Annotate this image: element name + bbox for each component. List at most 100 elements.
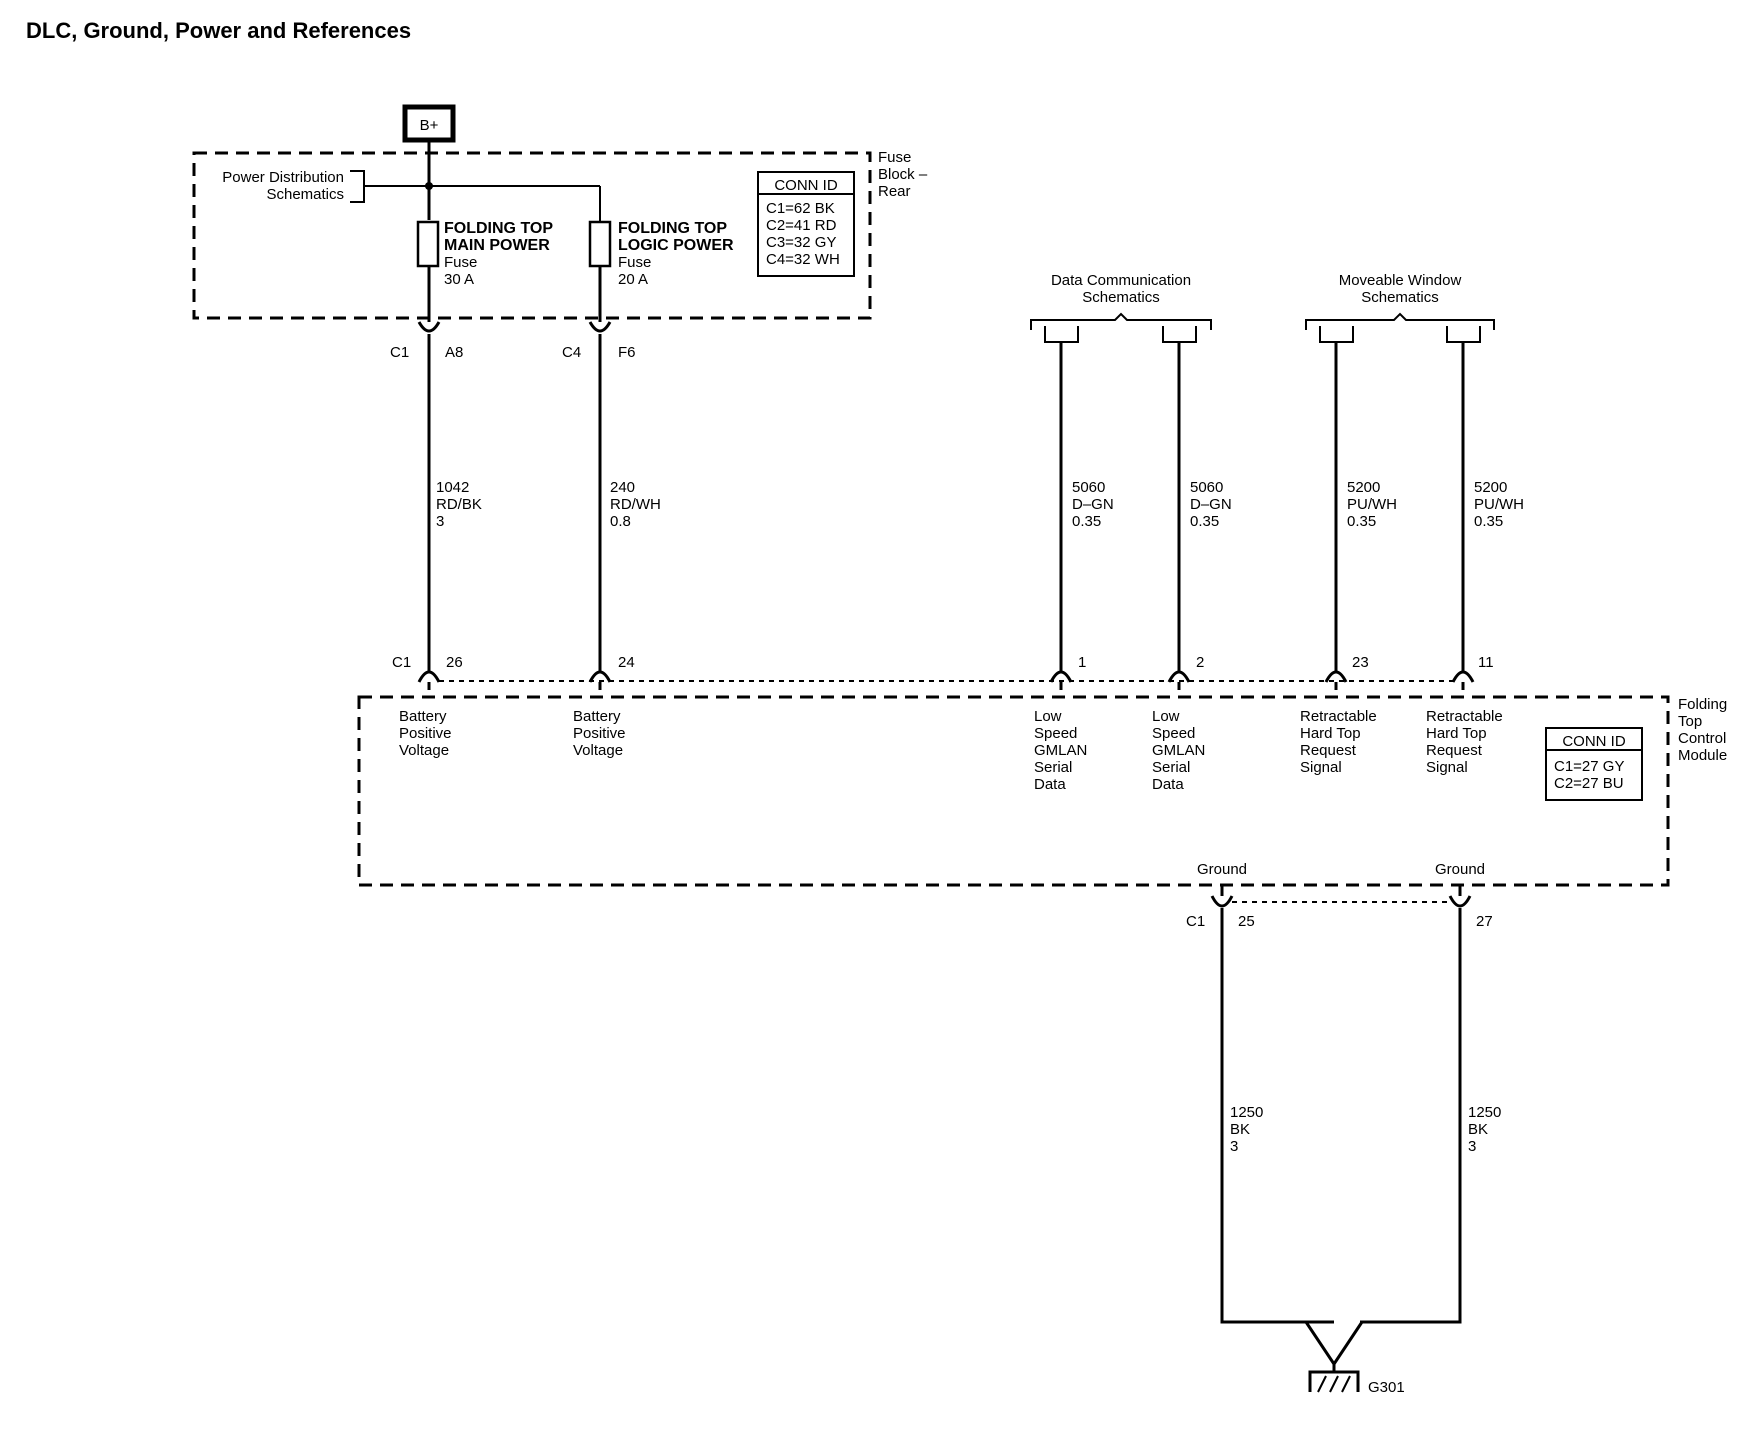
svg-text:Hard Top: Hard Top (1300, 725, 1361, 742)
svg-text:Low: Low (1152, 708, 1180, 725)
svg-text:D–GN: D–GN (1190, 496, 1232, 513)
svg-text:C1=27 GY: C1=27 GY (1554, 758, 1624, 775)
svg-text:Fuse: Fuse (618, 254, 651, 271)
wire-label-5060-b: 5060 D–GN 0.35 (1190, 479, 1232, 530)
svg-text:Schematics: Schematics (1082, 289, 1160, 306)
svg-text:C4: C4 (562, 344, 581, 361)
svg-text:Voltage: Voltage (573, 742, 623, 759)
svg-text:0.8: 0.8 (610, 513, 631, 530)
fuse-block-boundary (192, 151, 872, 320)
svg-text:Request: Request (1426, 742, 1483, 759)
svg-text:Battery: Battery (399, 708, 447, 725)
wire-label-240: 240 RD/WH 0.8 (610, 479, 661, 530)
svg-text:Serial: Serial (1152, 759, 1190, 776)
power-distribution-reference: Power Distribution Schematics (222, 169, 601, 222)
svg-text:0.35: 0.35 (1190, 513, 1219, 530)
svg-text:23: 23 (1352, 654, 1369, 671)
battery-positive-label: B+ (420, 117, 439, 134)
pin-label-2: Low Speed GMLAN Serial Data (1152, 708, 1205, 793)
svg-text:Serial: Serial (1034, 759, 1072, 776)
data-communication-reference: Data Communication Schematics (1030, 272, 1212, 343)
module-name: Folding Top Control Module (1678, 696, 1727, 764)
wire-label-5060-a: 5060 D–GN 0.35 (1072, 479, 1114, 530)
module-pin-1: 1 (1049, 654, 1086, 683)
svg-text:Retractable: Retractable (1426, 708, 1503, 725)
svg-text:RD/BK: RD/BK (436, 496, 482, 513)
svg-text:Battery: Battery (573, 708, 621, 725)
svg-text:D–GN: D–GN (1072, 496, 1114, 513)
svg-text:30 A: 30 A (444, 271, 474, 288)
fuse-main-power: FOLDING TOP MAIN POWER Fuse 30 A (416, 220, 553, 288)
fuse-logic-power: FOLDING TOP LOGIC POWER Fuse 20 A (588, 220, 734, 288)
svg-text:Module: Module (1678, 747, 1727, 764)
svg-text:5200: 5200 (1347, 479, 1380, 496)
module-pin-26: 26 (417, 654, 463, 683)
svg-text:C1: C1 (390, 344, 409, 361)
svg-text:Positive: Positive (399, 725, 452, 742)
ground-pin-25: 25 (1210, 895, 1255, 930)
svg-text:GMLAN: GMLAN (1152, 742, 1205, 759)
ground-g301-icon (1304, 1321, 1364, 1393)
svg-text:2: 2 (1196, 654, 1204, 671)
svg-text:20 A: 20 A (618, 271, 648, 288)
svg-text:RD/WH: RD/WH (610, 496, 661, 513)
svg-text:Signal: Signal (1426, 759, 1468, 776)
svg-text:Schematics: Schematics (266, 186, 344, 203)
fuse-block-name: Fuse Block – Rear (878, 149, 928, 200)
svg-text:1042: 1042 (436, 479, 469, 496)
svg-text:CONN ID: CONN ID (774, 177, 838, 194)
ground-wire-b (1360, 908, 1462, 1324)
wire-label-5200-b: 5200 PU/WH 0.35 (1474, 479, 1524, 530)
svg-text:MAIN POWER: MAIN POWER (444, 237, 550, 254)
svg-text:Data Communication: Data Communication (1051, 272, 1191, 289)
connector-c1-a8: C1 A8 (390, 321, 463, 361)
svg-text:Block –: Block – (878, 166, 928, 183)
svg-text:Rear: Rear (878, 183, 911, 200)
svg-text:C3=32 GY: C3=32 GY (766, 234, 836, 251)
svg-text:Signal: Signal (1300, 759, 1342, 776)
svg-text:BK: BK (1468, 1121, 1488, 1138)
ground-connector-c1: C1 (1186, 913, 1205, 930)
svg-text:26: 26 (446, 654, 463, 671)
svg-text:PU/WH: PU/WH (1474, 496, 1524, 513)
svg-text:1250: 1250 (1230, 1104, 1263, 1121)
fuse-block-conn-id: CONN ID C1=62 BK C2=41 RD C3=32 GY C4=32… (757, 171, 855, 277)
ground-label-25: Ground (1197, 861, 1247, 878)
module-pin-23: 23 (1324, 654, 1369, 683)
svg-text:F6: F6 (618, 344, 636, 361)
module-pin-2: 2 (1167, 654, 1204, 683)
svg-text:C1=62 BK: C1=62 BK (766, 200, 835, 217)
svg-text:FOLDING TOP: FOLDING TOP (618, 220, 727, 237)
wire-label-1042: 1042 RD/BK 3 (436, 479, 482, 530)
svg-text:0.35: 0.35 (1347, 513, 1376, 530)
svg-text:Moveable Window: Moveable Window (1339, 272, 1462, 289)
svg-text:24: 24 (618, 654, 635, 671)
svg-text:Fuse: Fuse (878, 149, 911, 166)
svg-text:Top: Top (1678, 713, 1702, 730)
svg-text:C4=32 WH: C4=32 WH (766, 251, 840, 268)
module-pin-24: 24 (588, 654, 635, 683)
svg-text:3: 3 (436, 513, 444, 530)
ground-wire-a (1220, 908, 1334, 1324)
svg-text:Low: Low (1034, 708, 1062, 725)
svg-text:27: 27 (1476, 913, 1493, 930)
ground-point-label: G301 (1368, 1379, 1405, 1396)
ground-wire-label-a: 1250 BK 3 (1230, 1104, 1263, 1155)
svg-text:5060: 5060 (1072, 479, 1105, 496)
module-pin-11: 11 (1451, 654, 1494, 683)
svg-text:5200: 5200 (1474, 479, 1507, 496)
diagram-title: DLC, Ground, Power and References (26, 18, 411, 43)
connector-c4-f6: C4 F6 (562, 321, 636, 361)
svg-text:BK: BK (1230, 1121, 1250, 1138)
svg-text:Power Distribution: Power Distribution (222, 169, 344, 186)
svg-text:Data: Data (1034, 776, 1066, 793)
svg-text:Voltage: Voltage (399, 742, 449, 759)
svg-text:C2=27 BU: C2=27 BU (1554, 775, 1624, 792)
svg-text:Folding: Folding (1678, 696, 1727, 713)
svg-text:Positive: Positive (573, 725, 626, 742)
svg-text:0.35: 0.35 (1474, 513, 1503, 530)
svg-text:5060: 5060 (1190, 479, 1223, 496)
svg-text:C2=41 RD: C2=41 RD (766, 217, 837, 234)
ground-pin-27: 27 (1448, 895, 1493, 930)
